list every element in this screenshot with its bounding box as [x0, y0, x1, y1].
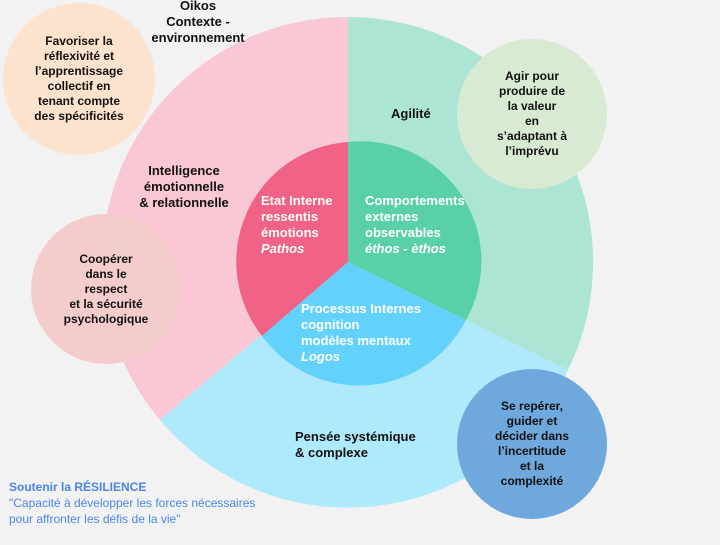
context-label-line: environnement	[151, 30, 245, 45]
label-line: cognition	[301, 317, 360, 332]
bubble-decide: Se repérer, guider et décider dans l’inc…	[457, 369, 607, 519]
bubble-text: Favoriser la réflexivité et l’apprentiss…	[34, 34, 124, 123]
label-line: émotionnelle	[143, 179, 225, 194]
pathos-label: Etat Interne ressentis émotions Pathos	[261, 193, 333, 257]
label-line: observables	[365, 225, 441, 240]
label-line: externes	[365, 209, 419, 224]
label-line: Comportements	[365, 193, 465, 208]
context-label: Oikos Contexte - environnement	[140, 0, 256, 46]
label-line: Processus Internes	[301, 301, 421, 316]
label-line: & complexe	[295, 445, 368, 460]
footer-quote-line: pour affronter les défis de la vie"	[9, 512, 181, 526]
label-line: Intelligence	[148, 163, 220, 178]
inner-sector-ethos	[348, 141, 482, 320]
inner-sector-logos	[262, 262, 466, 386]
ethos-label: Comportements externes observables éthos…	[365, 193, 465, 257]
context-label-line: Contexte -	[166, 14, 230, 29]
label-line: Pensée systémique	[295, 429, 416, 444]
label-line: émotions	[261, 225, 319, 240]
label-line-italic: Logos	[301, 349, 340, 364]
bubble-text: Coopérer dans le respect et la sécurité …	[63, 251, 149, 326]
inner-sector-pathos	[236, 142, 348, 336]
bubble-text: Se repérer, guider et décider dans l’inc…	[494, 399, 570, 488]
bubble-cooperate: Coopérer dans le respect et la sécurité …	[31, 214, 181, 364]
agility-label: Agilité	[391, 106, 431, 121]
resilience-footer: Soutenir la RÉSILIENCE "Capacité à dével…	[9, 479, 255, 527]
systemic-thinking-label: Pensée systémique & complexe	[295, 429, 416, 461]
footer-title: Soutenir la RÉSILIENCE	[9, 480, 147, 494]
label-line-italic: Pathos	[261, 241, 305, 256]
footer-quote-line: "Capacité à développer les forces nécess…	[9, 496, 256, 510]
label-line: & relationnelle	[139, 195, 229, 210]
label-line: Etat Interne	[261, 193, 333, 208]
context-label-line: Oikos	[179, 0, 217, 13]
label-line-italic: éthos - èthos	[365, 241, 446, 256]
bubble-reflexivity: Favoriser la réflexivité et l’apprentiss…	[3, 3, 155, 155]
bubble-text: Agir pour produire de la valeur en s’ada…	[496, 69, 568, 158]
emotional-intelligence-label: Intelligence émotionnelle & relationnell…	[128, 163, 240, 211]
logos-label: Processus Internes cognition modèles men…	[301, 301, 421, 365]
bubble-act: Agir pour produire de la valeur en s’ada…	[457, 39, 607, 189]
label-line: ressentis	[261, 209, 319, 224]
label-line: modèles mentaux	[301, 333, 411, 348]
